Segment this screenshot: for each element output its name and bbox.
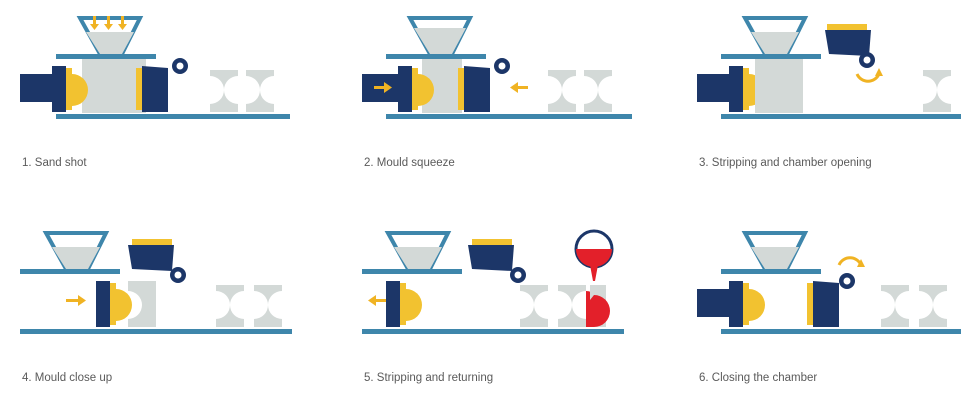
swing-plate xyxy=(825,30,871,56)
hopper-sand xyxy=(751,247,799,269)
sand-flow-arrows-icon xyxy=(90,16,127,30)
squeeze-plate xyxy=(398,66,412,112)
pattern-plate xyxy=(66,68,72,110)
step-5-illustration xyxy=(362,229,624,334)
squeeze-plate xyxy=(52,66,66,112)
step-5-panel: 5. Stripping and returning xyxy=(362,225,642,415)
conveyor-base xyxy=(721,114,961,119)
squeeze-plate xyxy=(729,66,743,112)
sand-chamber xyxy=(82,59,146,113)
pattern xyxy=(116,289,132,321)
step-caption: 6. Closing the chamber xyxy=(699,372,818,384)
mould-string xyxy=(881,285,947,327)
step-6-illustration xyxy=(697,231,961,334)
pouring-ladle-icon xyxy=(574,229,614,281)
step-6-panel: 6. Closing the chamber xyxy=(697,225,977,415)
return-arrow-left-icon xyxy=(368,295,386,306)
step-caption: 3. Stripping and chamber opening xyxy=(699,157,872,169)
step-1-panel: 1. Sand shot xyxy=(20,10,300,200)
mould-string xyxy=(923,70,951,112)
hydraulic-ram xyxy=(697,289,733,317)
swing-pattern-plate xyxy=(807,283,813,325)
step-caption: 5. Stripping and returning xyxy=(364,372,494,384)
step-3-panel: 3. Stripping and chamber opening xyxy=(697,10,977,200)
pattern-plate xyxy=(743,283,749,325)
swing-pattern-plate xyxy=(458,68,464,110)
swing-pattern-plate xyxy=(132,239,172,245)
swing-plate xyxy=(128,245,174,271)
pattern xyxy=(418,74,434,106)
chamber-top-plate xyxy=(386,54,486,59)
chamber-top-plate xyxy=(56,54,156,59)
squeeze-plate xyxy=(729,281,743,327)
swing-pattern-plate xyxy=(472,239,512,245)
swing-pattern-plate xyxy=(827,24,867,30)
pattern-plate xyxy=(743,68,749,110)
chamber-top-plate xyxy=(20,269,120,274)
step-4-panel: 4. Mould close up xyxy=(20,225,300,415)
step-caption: 4. Mould close up xyxy=(22,372,113,384)
mould-string xyxy=(210,70,274,112)
pattern-plate xyxy=(110,283,116,325)
released-sand-mould xyxy=(755,59,803,113)
sand-mould xyxy=(128,281,156,327)
swing-plate xyxy=(464,66,490,112)
rotation-arrow-icon xyxy=(855,73,881,83)
step-2-illustration xyxy=(362,16,632,119)
hydraulic-ram xyxy=(20,281,96,327)
push-arrow-right-icon xyxy=(374,82,392,93)
push-arrow-left-icon xyxy=(510,82,528,93)
squeeze-plate xyxy=(386,281,400,327)
conveyor-base xyxy=(386,114,632,119)
swing-plate xyxy=(468,245,514,271)
conveyor-base xyxy=(56,114,290,119)
step-caption: 1. Sand shot xyxy=(22,157,87,169)
push-arrow-right-icon xyxy=(66,295,86,306)
mould-string xyxy=(548,70,612,112)
chamber-top-plate xyxy=(721,54,821,59)
swing-plate xyxy=(142,66,168,112)
conveyor-base xyxy=(721,329,961,334)
step-3-illustration xyxy=(697,16,961,119)
step-2-panel: 2. Mould squeeze xyxy=(362,10,642,200)
mould-string xyxy=(216,285,282,327)
swing-pattern-plate xyxy=(136,68,142,110)
hopper-sand xyxy=(751,32,799,54)
swing-plate xyxy=(813,281,839,327)
chamber-top-plate xyxy=(721,269,821,274)
step-4-illustration xyxy=(20,231,292,334)
rotation-arrow-icon xyxy=(837,256,863,266)
hopper-sand xyxy=(414,28,466,54)
step-1-illustration xyxy=(20,16,290,119)
pattern-plate xyxy=(412,68,418,110)
squeeze-plate xyxy=(96,281,110,327)
hydraulic-ram xyxy=(697,74,733,102)
conveyor-base xyxy=(362,329,624,334)
mould-string xyxy=(520,285,586,327)
hydraulic-ram xyxy=(20,74,56,102)
step-caption: 2. Mould squeeze xyxy=(364,157,455,169)
hopper-sand xyxy=(86,32,134,54)
hopper-sand xyxy=(394,247,442,269)
pattern xyxy=(72,74,88,106)
conveyor-base xyxy=(20,329,292,334)
pattern-plate xyxy=(400,283,406,325)
chamber-top-plate xyxy=(362,269,462,274)
pattern xyxy=(406,289,422,321)
hopper-sand xyxy=(52,247,100,269)
pattern xyxy=(749,289,765,321)
